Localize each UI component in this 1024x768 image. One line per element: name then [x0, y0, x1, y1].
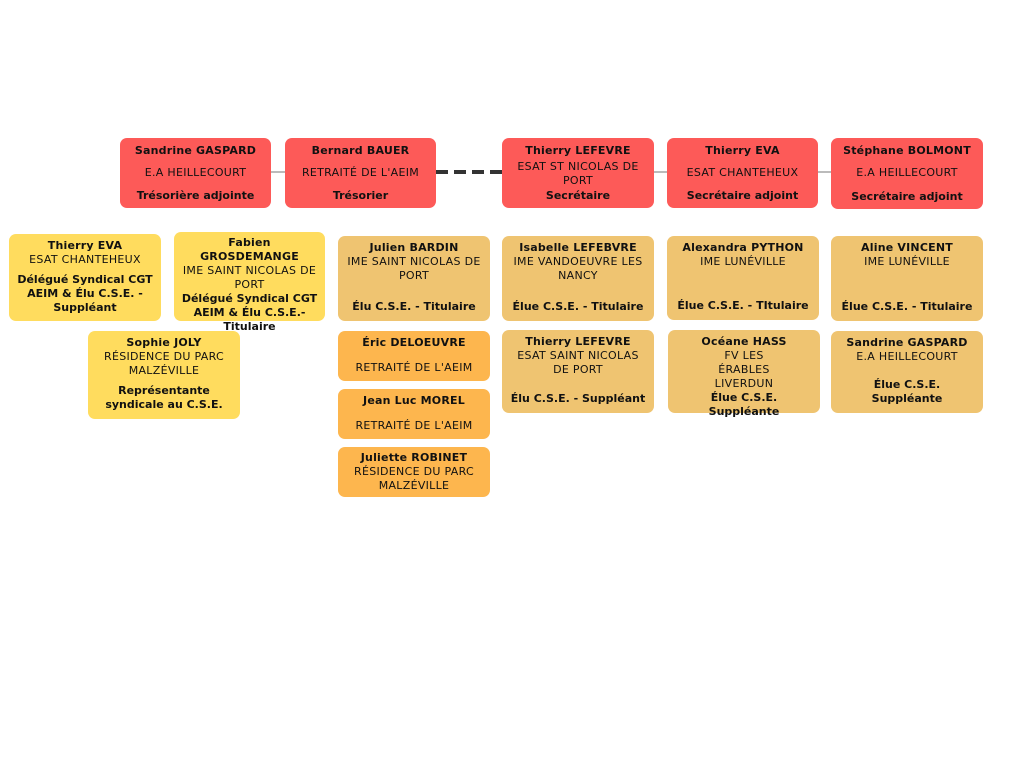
person-name: Isabelle LEFEBVRE	[519, 241, 637, 254]
person-role: Secrétaire adjoint	[851, 190, 963, 203]
person-org: RETRAITÉ DE L'AEIM	[355, 419, 473, 432]
elu-card-aline-vincent: Aline VINCENT IME LUNÉVILLE Élue C.S.E. …	[831, 236, 983, 321]
person-org: RÉSIDENCE DU PARC MALZÉVILLE	[354, 465, 474, 492]
person-name: Julien BARDIN	[369, 241, 459, 254]
person-org: E.A HEILLECOURT	[856, 350, 958, 363]
person-org: RETRAITÉ DE L'AEIM	[355, 361, 473, 374]
membre-card-juliette-robinet: Juliette ROBINET RÉSIDENCE DU PARC MALZÉ…	[338, 447, 490, 497]
person-name: Stéphane BOLMONT	[843, 144, 971, 157]
person-name: Thierry EVA	[705, 144, 780, 157]
person-org: IME LUNÉVILLE	[700, 255, 786, 268]
person-name: Thierry LEFEVRE	[525, 144, 631, 157]
person-role: Élu C.S.E. - Suppléant	[510, 392, 646, 405]
bureau-card-bernard-bauer: Bernard BAUER RETRAITÉ DE L'AEIM Trésori…	[285, 138, 436, 208]
person-org: IME LUNÉVILLE	[864, 255, 950, 268]
person-role: Secrétaire	[545, 189, 611, 202]
delegue-card-sophie-joly: Sophie JOLY RÉSIDENCE DU PARC MALZÉVILLE…	[88, 331, 240, 419]
elu-card-sandrine-gaspard: Sandrine GASPARD E.A HEILLECOURT Élue C.…	[831, 331, 983, 413]
person-name: Fabien GROSDEMANGE	[200, 236, 299, 263]
person-role: Délégué Syndical CGT AEIM & Élu C.S.E. -…	[17, 273, 153, 314]
person-name: Jean Luc MOREL	[363, 394, 465, 407]
person-name: Bernard BAUER	[311, 144, 410, 157]
person-name: Juliette ROBINET	[360, 451, 468, 464]
person-role: Élu C.S.E. - Titulaire	[352, 300, 476, 313]
elu-card-isabelle-lefebvre: Isabelle LEFEBVRE IME VANDOEUVRE LES NAN…	[502, 236, 654, 321]
person-name: Alexandra PYTHON	[682, 241, 804, 254]
person-role: Élue C.S.E. - Titulaire	[512, 300, 644, 313]
person-name: Thierry LEFEVRE	[525, 335, 631, 348]
bureau-card-thierry-lefevre: Thierry LEFEVRE ESAT ST NICOLAS DE PORT …	[502, 138, 654, 208]
person-org: RETRAITÉ DE L'AEIM	[301, 166, 420, 179]
person-org: IME SAINT NICOLAS DE PORT	[182, 264, 317, 291]
person-org: ESAT ST NICOLAS DE PORT	[517, 160, 639, 187]
delegue-card-fabien-grosdemange: Fabien GROSDEMANGE IME SAINT NICOLAS DE …	[174, 232, 325, 333]
person-role: Secrétaire adjoint	[686, 189, 799, 202]
person-name: Aline VINCENT	[861, 241, 953, 254]
person-name: Sandrine GASPARD	[846, 336, 968, 349]
person-role: Élue C.S.E. - TItulaire	[677, 299, 809, 312]
person-org: IME SAINT NICOLAS DE PORT	[347, 255, 481, 282]
person-name: Sophie JOLY	[126, 336, 202, 349]
bureau-card-stephane-bolmont: Stéphane BOLMONT E.A HEILLECOURT Secréta…	[831, 138, 983, 209]
person-role: Représentante syndicale au C.S.E.	[105, 384, 223, 411]
person-role: Délégué Syndical CGT AEIM & Élu C.S.E.- …	[181, 292, 318, 333]
person-name: Sandrine GASPARD	[134, 144, 257, 157]
elu-card-thierry-lefevre: Thierry LEFEVRE ESAT SAINT NICOLAS DE PO…	[502, 330, 654, 413]
elu-card-alexandra-python: Alexandra PYTHON IME LUNÉVILLE Élue C.S.…	[667, 236, 819, 320]
person-role: Trésorière adjointe	[136, 189, 255, 202]
person-org: E.A HEILLECOURT	[144, 166, 247, 179]
person-name: Océane HASS	[701, 335, 787, 348]
person-org: ESAT CHANTEHEUX	[29, 253, 141, 266]
bureau-card-thierry-eva: Thierry EVA ESAT CHANTEHEUX Secrétaire a…	[667, 138, 818, 208]
person-org: RÉSIDENCE DU PARC MALZÉVILLE	[104, 350, 224, 377]
person-org: IME VANDOEUVRE LES NANCY	[513, 255, 643, 282]
person-role: Élue C.S.E. - Titulaire	[841, 300, 973, 313]
person-role: Élue C.S.E. Suppléante	[708, 391, 780, 418]
membre-card-eric-deloeuvre: Éric DELOEUVRE RETRAITÉ DE L'AEIM	[338, 331, 490, 381]
person-org: ESAT SAINT NICOLAS DE PORT	[517, 349, 639, 376]
bureau-card-sandrine-gaspard: Sandrine GASPARD E.A HEILLECOURT Trésori…	[120, 138, 271, 208]
delegue-card-thierry-eva: Thierry EVA ESAT CHANTEHEUX Délégué Synd…	[9, 234, 161, 321]
person-role: Trésorier	[332, 189, 389, 202]
membre-card-jean-luc-morel: Jean Luc MOREL RETRAITÉ DE L'AEIM	[338, 389, 490, 439]
person-role: Élue C.S.E. Suppléante	[871, 378, 943, 405]
person-org: E.A HEILLECOURT	[856, 166, 958, 179]
elu-card-julien-bardin: Julien BARDIN IME SAINT NICOLAS DE PORT …	[338, 236, 490, 321]
person-name: Thierry EVA	[47, 239, 123, 252]
person-org: ESAT CHANTEHEUX	[686, 166, 799, 179]
person-org: FV LES ÉRABLES LIVERDUN	[714, 349, 774, 390]
elu-card-oceane-hass: Océane HASS FV LES ÉRABLES LIVERDUN Élue…	[668, 330, 820, 418]
person-name: Éric DELOEUVRE	[362, 336, 466, 349]
